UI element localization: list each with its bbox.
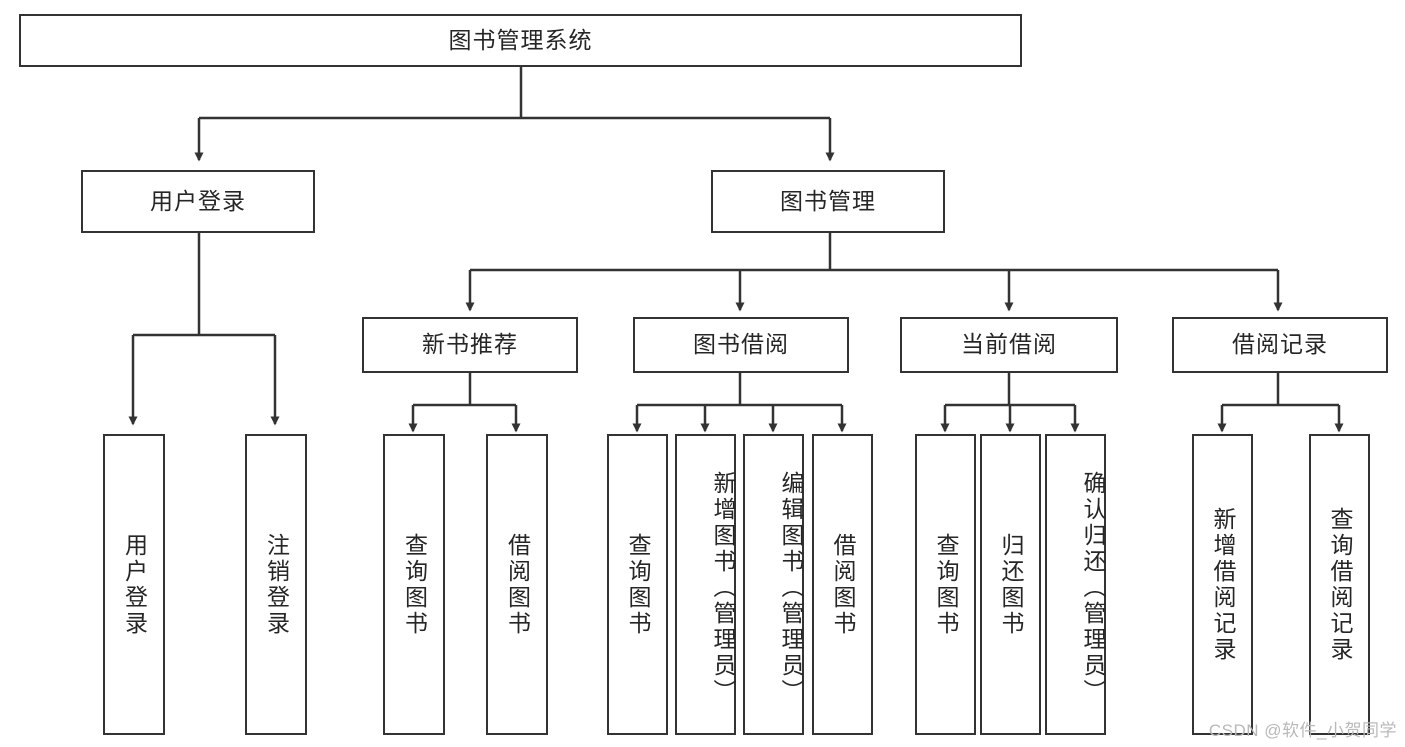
node-book-borrow-label: 图书借阅 bbox=[693, 331, 789, 358]
leaf-current-borrow-return[interactable]: 归还图书 bbox=[980, 434, 1041, 735]
leaf-borrow-record-add-label: 新增借阅记录 bbox=[1210, 506, 1236, 663]
leaf-current-borrow-query-label: 查询图书 bbox=[933, 532, 959, 637]
leaf-book-borrow-add[interactable]: 新增图书（管理员） bbox=[675, 434, 736, 735]
leaf-book-borrow-borrow[interactable]: 借阅图书 bbox=[812, 434, 873, 735]
leaf-new-book-query[interactable]: 查询图书 bbox=[383, 434, 445, 735]
leaf-user-login-logout-label: 注销登录 bbox=[263, 532, 290, 637]
leaf-user-login-logout[interactable]: 注销登录 bbox=[245, 434, 307, 735]
node-root-system[interactable]: 图书管理系统 bbox=[19, 14, 1022, 67]
node-user-login[interactable]: 用户登录 bbox=[81, 170, 315, 233]
node-user-login-label: 用户登录 bbox=[150, 187, 246, 214]
leaf-book-borrow-edit[interactable]: 编辑图书（管理员） bbox=[743, 434, 804, 735]
leaf-book-borrow-query[interactable]: 查询图书 bbox=[607, 434, 668, 735]
node-book-management-label: 图书管理 bbox=[780, 187, 876, 214]
node-borrow-record[interactable]: 借阅记录 bbox=[1172, 317, 1388, 373]
leaf-book-borrow-edit-label: 编辑图书（管理员） bbox=[778, 470, 804, 705]
leaf-book-borrow-query-label: 查询图书 bbox=[625, 532, 651, 637]
node-borrow-record-label: 借阅记录 bbox=[1232, 331, 1328, 358]
leaf-book-borrow-add-label: 新增图书（管理员） bbox=[710, 470, 736, 705]
leaf-current-borrow-return-label: 归还图书 bbox=[998, 532, 1024, 637]
leaf-current-borrow-confirm-return[interactable]: 确认归还（管理员） bbox=[1045, 434, 1106, 735]
leaf-new-book-query-label: 查询图书 bbox=[401, 532, 428, 637]
node-book-management[interactable]: 图书管理 bbox=[711, 170, 945, 233]
node-new-book-recommend-label: 新书推荐 bbox=[422, 331, 518, 358]
node-new-book-recommend[interactable]: 新书推荐 bbox=[362, 317, 578, 373]
node-current-borrow-label: 当前借阅 bbox=[961, 331, 1057, 358]
watermark-text: CSDN @软件_小贺同学 bbox=[1208, 721, 1397, 740]
leaf-new-book-borrow[interactable]: 借阅图书 bbox=[486, 434, 548, 735]
leaf-user-login-login-label: 用户登录 bbox=[121, 532, 148, 637]
leaf-current-borrow-query[interactable]: 查询图书 bbox=[915, 434, 976, 735]
leaf-borrow-record-add[interactable]: 新增借阅记录 bbox=[1192, 434, 1253, 735]
leaf-new-book-borrow-label: 借阅图书 bbox=[504, 532, 531, 637]
leaf-borrow-record-query-label: 查询借阅记录 bbox=[1327, 506, 1353, 663]
node-current-borrow[interactable]: 当前借阅 bbox=[900, 317, 1118, 373]
leaf-borrow-record-query[interactable]: 查询借阅记录 bbox=[1309, 434, 1370, 735]
node-book-borrow[interactable]: 图书借阅 bbox=[633, 317, 849, 373]
node-root-label: 图书管理系统 bbox=[448, 26, 593, 53]
leaf-user-login-login[interactable]: 用户登录 bbox=[103, 434, 165, 735]
leaf-book-borrow-borrow-label: 借阅图书 bbox=[830, 532, 856, 637]
leaf-current-borrow-confirm-return-label: 确认归还（管理员） bbox=[1080, 470, 1106, 705]
